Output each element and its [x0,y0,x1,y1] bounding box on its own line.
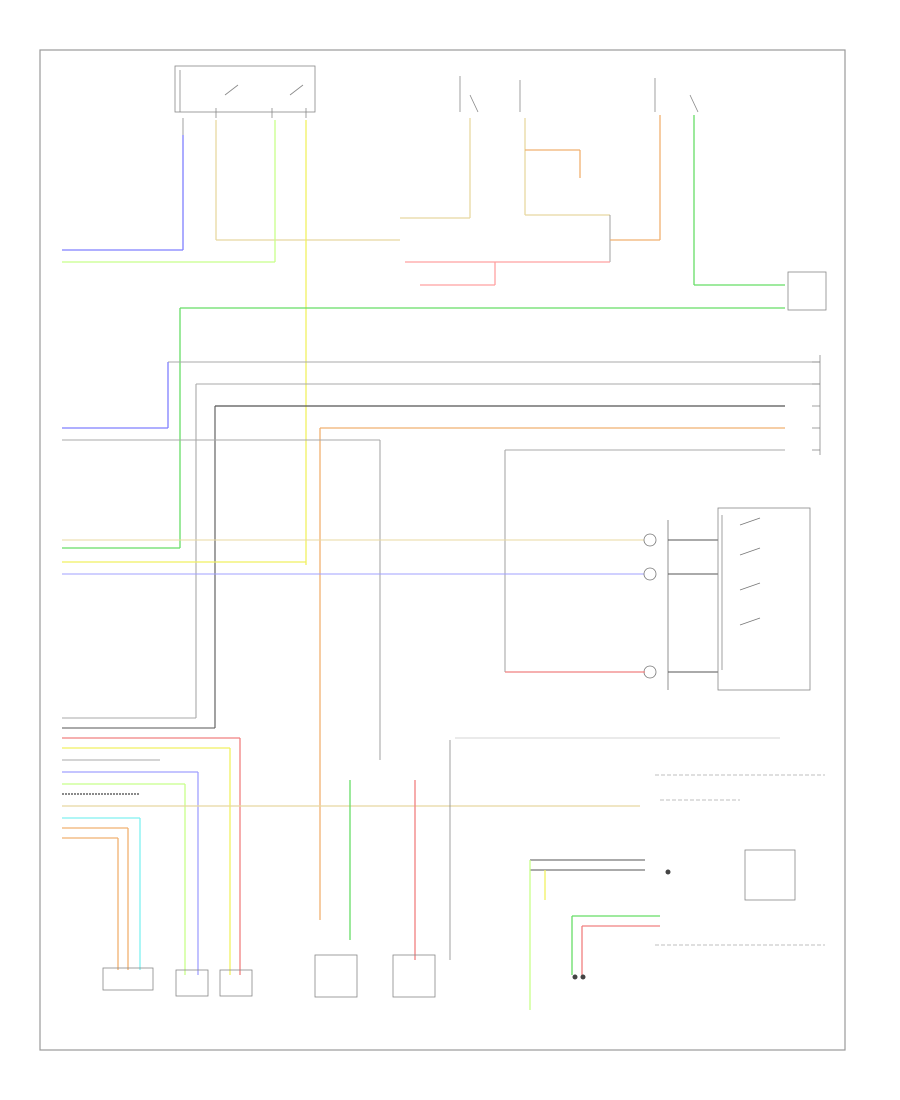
connector-dot-3 [665,869,671,875]
connector-dot-1 [572,974,578,980]
connector-circle-2 [643,567,657,581]
lower-right-component [744,849,796,901]
bottom-component-1 [102,967,154,991]
bottom-switch-1 [314,954,358,998]
diagram-frame [39,49,846,1051]
connector-dot-2 [580,974,586,980]
connector-circle-3 [643,665,657,679]
right-module-box [787,271,827,311]
bottom-component-3 [219,969,253,997]
connector-circle-1 [643,533,657,547]
cruise-control-switch [643,507,811,691]
top-middle-switch [459,76,521,113]
right-connector-column [812,355,821,455]
bottom-component-2 [175,969,209,997]
top-right-switch [654,78,699,113]
bottom-switch-2 [392,954,436,998]
top-left-switch-assembly [174,65,316,135]
